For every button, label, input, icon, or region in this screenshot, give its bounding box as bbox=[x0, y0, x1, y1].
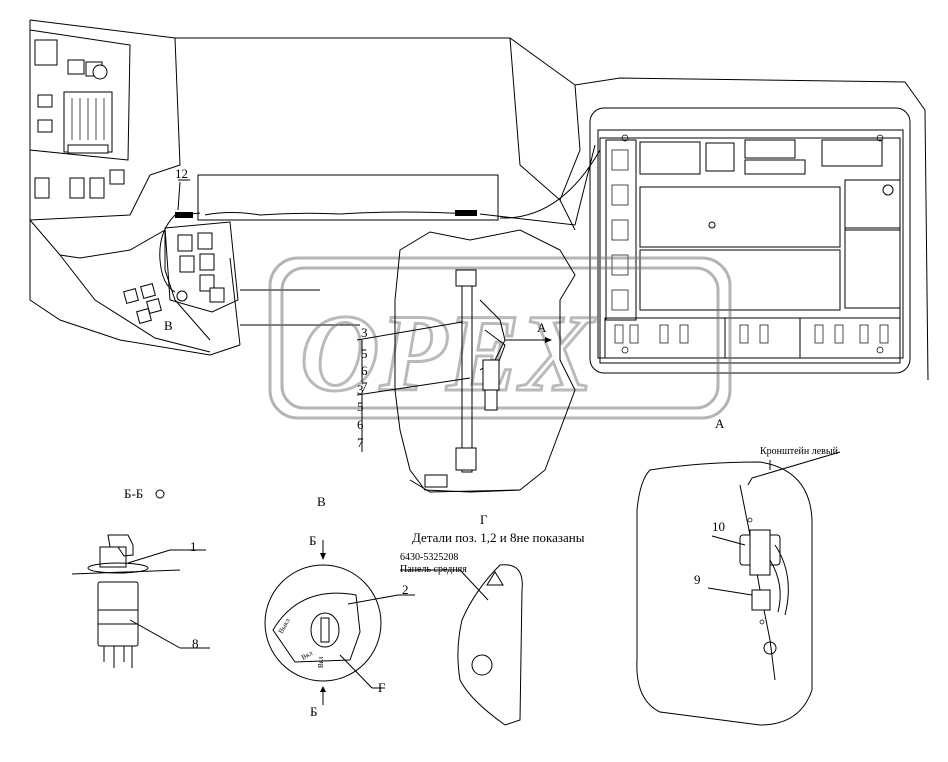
callout-7-upper: 7 bbox=[361, 379, 368, 394]
watermark-text: OPEX bbox=[300, 292, 596, 414]
view-g-title: Г bbox=[480, 512, 488, 527]
callout-8: 8 bbox=[192, 636, 199, 651]
central-bracket-detail bbox=[394, 229, 576, 493]
view-a-bracket-detail bbox=[636, 451, 841, 726]
switch-position-on-2: Вкл bbox=[317, 656, 325, 668]
view-v-title: В bbox=[317, 494, 326, 509]
callout-2: 2 bbox=[402, 582, 409, 597]
watermark-logo bbox=[268, 256, 732, 420]
note-bracket-left: Кронштейн левый bbox=[760, 446, 839, 457]
callout-3-upper: 3 bbox=[361, 325, 368, 340]
note-details-not-shown: Детали поз. 1,2 и 8не показаны bbox=[412, 530, 585, 545]
callout-5-lower: 5 bbox=[357, 399, 364, 414]
callout-3-lower: 3 bbox=[357, 382, 364, 397]
section-mark-top: Б bbox=[309, 533, 316, 548]
switch-position-on-1: Вкл bbox=[300, 649, 314, 662]
note-part-name: Панель средняя bbox=[400, 564, 467, 575]
section-mark-bottom: Б bbox=[310, 704, 317, 719]
view-v-switch-face bbox=[264, 540, 415, 705]
callout-6-lower: 6 bbox=[357, 417, 364, 432]
switch-position-off: Выкл bbox=[277, 616, 292, 635]
cable-harness bbox=[159, 144, 601, 293]
section-bb-title: Б-Б bbox=[124, 486, 143, 501]
view-a-title: А bbox=[715, 416, 725, 431]
arrow-a-label: А bbox=[537, 320, 547, 335]
callout-9: 9 bbox=[694, 572, 701, 587]
callout-5-upper: 5 bbox=[361, 346, 368, 361]
callout-view-b-marker: В bbox=[164, 318, 173, 333]
switch-block-left bbox=[123, 221, 239, 324]
control-panel-right bbox=[589, 107, 911, 374]
callout-leaders-main bbox=[177, 179, 552, 452]
callout-1: 1 bbox=[190, 539, 197, 554]
callout-7-lower: 7 bbox=[357, 435, 364, 450]
instrument-cluster bbox=[29, 29, 131, 199]
callout-10: 10 bbox=[712, 519, 725, 534]
section-bb-switch bbox=[71, 489, 210, 668]
callout-g: Г bbox=[378, 680, 386, 695]
callout-12: 12 bbox=[175, 166, 188, 181]
callout-6-upper: 6 bbox=[361, 363, 368, 378]
note-part-number: 6430-5325208 bbox=[400, 552, 458, 563]
view-g-panel-detail bbox=[400, 564, 523, 726]
dashboard-outline bbox=[29, 19, 929, 381]
